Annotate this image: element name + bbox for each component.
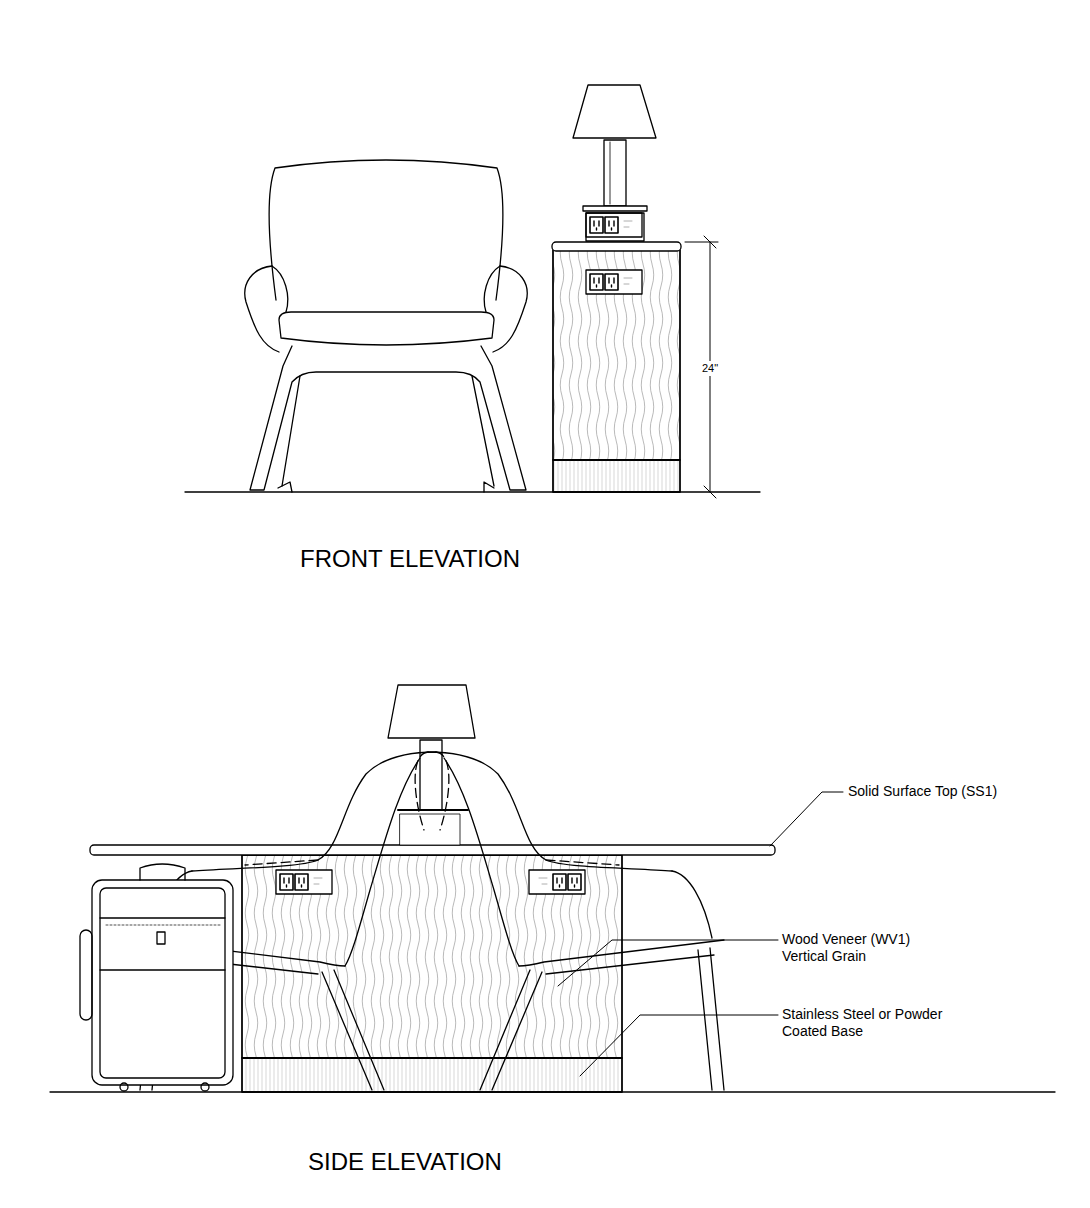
material-callout: Solid Surface Top (SS1) bbox=[848, 783, 1068, 800]
suitcase bbox=[80, 864, 233, 1091]
material-callout: Wood Veneer (WV1) Vertical Grain bbox=[782, 931, 922, 965]
material-callout: Stainless Steel or Powder Coated Base bbox=[782, 1006, 947, 1040]
side-table-side bbox=[90, 845, 775, 1092]
table-lamp-side bbox=[388, 685, 475, 845]
view-title: FRONT ELEVATION bbox=[300, 545, 520, 574]
table-lamp-front bbox=[573, 85, 656, 241]
side-table-front bbox=[552, 242, 681, 492]
dimension-text: 24" bbox=[701, 361, 719, 376]
lounge-chair-front bbox=[245, 160, 527, 492]
view-title: SIDE ELEVATION bbox=[308, 1148, 502, 1177]
